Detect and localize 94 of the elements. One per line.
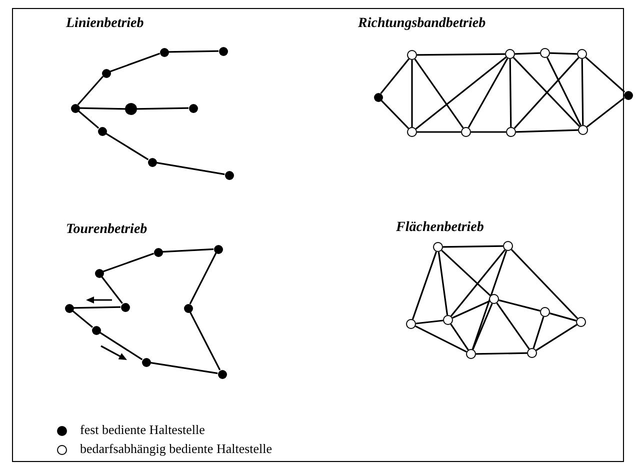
connecting-line — [105, 132, 149, 160]
connecting-line — [189, 312, 221, 370]
connecting-line — [417, 131, 461, 133]
connecting-line — [476, 352, 528, 355]
connecting-line — [532, 316, 544, 348]
stop-dot — [98, 126, 106, 136]
connecting-line — [417, 53, 505, 56]
connecting-line — [468, 58, 508, 128]
legend-text: fest bediente Haltestelle — [80, 422, 205, 438]
open-stop-circle — [540, 307, 550, 317]
connecting-line — [72, 310, 93, 328]
open-stop-circle — [466, 349, 476, 359]
connecting-line — [452, 300, 490, 319]
connecting-line — [415, 325, 467, 353]
connecting-line — [586, 97, 625, 128]
connecting-line — [411, 60, 413, 127]
stop-dot — [64, 304, 74, 312]
stop-dot — [184, 304, 192, 312]
connecting-line — [514, 52, 540, 55]
stop-dot — [102, 68, 110, 78]
connecting-line — [450, 249, 506, 317]
connecting-line — [99, 332, 143, 360]
connecting-line — [78, 110, 100, 129]
open-stop-circle — [503, 241, 513, 251]
connecting-line — [414, 58, 464, 128]
panel-title: Richtungsbandbetrieb — [358, 16, 486, 32]
stop-dot — [374, 92, 382, 102]
stop-dot — [224, 170, 234, 180]
stop-dot — [218, 370, 226, 378]
connecting-line — [438, 252, 448, 316]
connecting-line — [550, 312, 576, 322]
open-stop-circle — [540, 48, 550, 58]
connecting-line — [550, 52, 578, 55]
connecting-line — [102, 252, 154, 272]
open-stop-circle — [407, 127, 417, 137]
stop-dot — [160, 48, 168, 56]
stop-dot — [125, 103, 137, 115]
connecting-line — [79, 107, 126, 110]
connecting-line — [415, 56, 507, 130]
legend-text: bedarfsabhängig bediente Haltestelle — [80, 441, 272, 457]
connecting-line — [509, 59, 512, 127]
connecting-line — [380, 100, 410, 129]
connecting-line — [498, 299, 540, 312]
connecting-line — [472, 250, 508, 350]
connecting-line — [510, 249, 578, 319]
stop-dot — [148, 158, 156, 166]
connecting-line — [441, 250, 491, 296]
stop-dot — [218, 46, 228, 56]
connecting-line — [150, 362, 218, 374]
connecting-line — [450, 324, 469, 350]
open-stop-circle — [576, 317, 586, 327]
stop-dot — [94, 268, 104, 278]
open-stop-circle — [443, 315, 453, 325]
stop-dot — [142, 358, 150, 366]
connecting-line — [496, 302, 530, 350]
stop-dot — [188, 104, 198, 112]
stop-dot — [92, 326, 100, 334]
panel-title: Tourenbetrieb — [66, 222, 148, 238]
open-stop-circle — [489, 294, 499, 304]
connecting-line — [101, 276, 123, 304]
connecting-line — [546, 57, 582, 126]
panel-title: Linienbetrieb — [66, 16, 144, 32]
panel-title: Flächenbetrieb — [396, 220, 484, 236]
stop-dot — [70, 104, 80, 112]
connecting-line — [168, 50, 219, 53]
stop-dot — [120, 302, 130, 312]
connecting-line — [412, 251, 438, 320]
connecting-line — [581, 58, 584, 126]
connecting-line — [136, 107, 189, 110]
open-stop-circle — [407, 50, 417, 60]
open-stop-circle — [406, 319, 416, 329]
connecting-line — [416, 320, 444, 324]
connecting-line — [536, 324, 578, 351]
connecting-line — [585, 56, 626, 93]
connecting-line — [77, 76, 104, 106]
open-stop-circle — [527, 348, 537, 358]
connecting-line — [110, 52, 160, 72]
open-stop-circle — [578, 125, 588, 135]
connecting-line — [472, 303, 493, 350]
connecting-line — [380, 58, 410, 94]
connecting-line — [471, 131, 506, 133]
stop-dot — [214, 244, 222, 254]
open-stop-circle — [577, 49, 587, 59]
connecting-line — [189, 252, 217, 304]
stop-dot — [154, 248, 162, 256]
open-stop-circle — [461, 127, 471, 137]
connecting-line — [162, 248, 214, 253]
connecting-line — [73, 306, 121, 309]
open-stop-circle — [433, 242, 443, 252]
connecting-line — [156, 162, 225, 176]
open-stop-circle — [505, 49, 515, 59]
connecting-line — [442, 245, 504, 248]
open-stop-circle — [506, 127, 516, 137]
connecting-line — [516, 129, 578, 133]
